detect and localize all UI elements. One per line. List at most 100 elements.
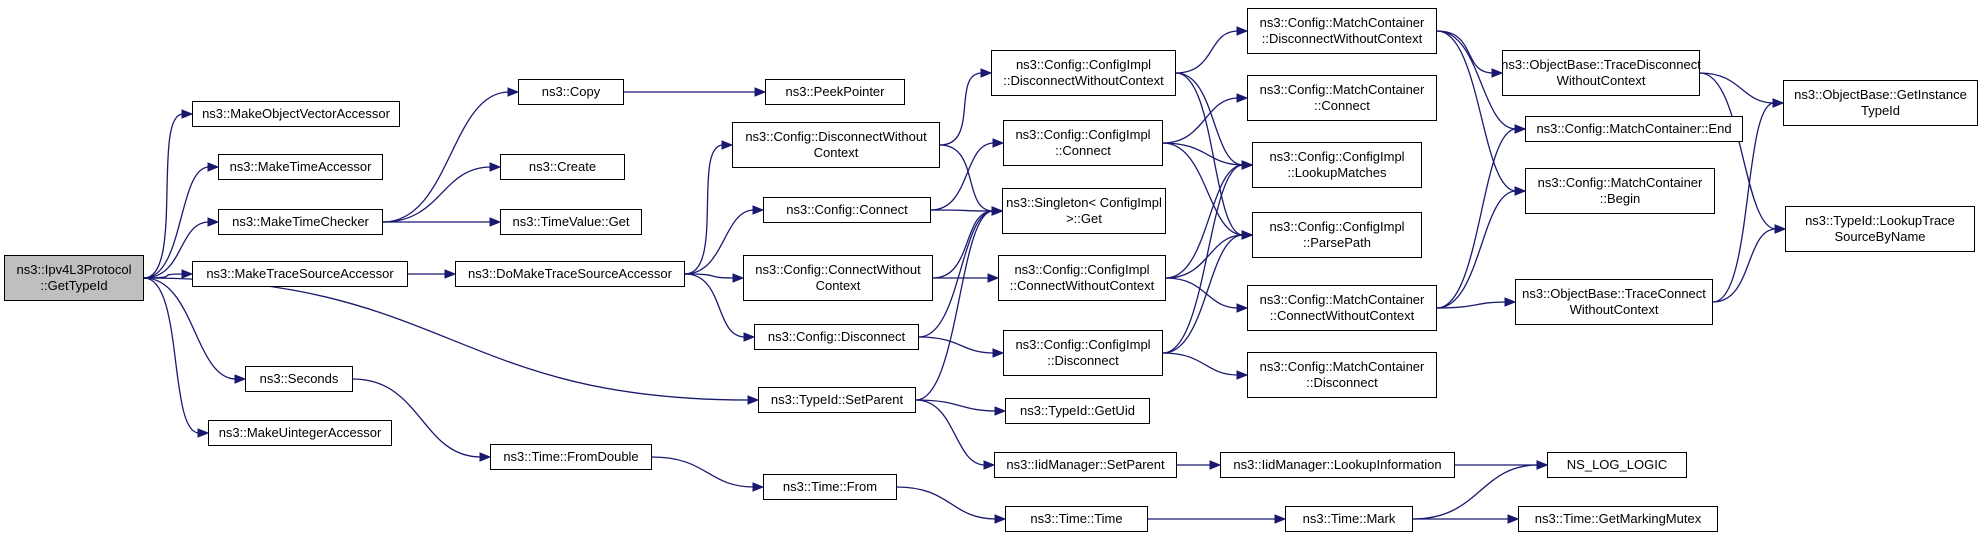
node-ttime[interactable]: ns3::Time::Time: [1005, 506, 1148, 532]
node-fromdouble[interactable]: ns3::Time::FromDouble: [490, 444, 652, 470]
node-lookup[interactable]: ns3::Config::ConfigImpl ::LookupMatches: [1252, 142, 1422, 188]
node-parse[interactable]: ns3::Config::ConfigImpl ::ParsePath: [1252, 212, 1422, 258]
edge-arrowhead: [983, 460, 996, 470]
edge-arrowhead: [754, 87, 767, 97]
edge-arrowhead: [992, 348, 1005, 358]
node-label: ns3::Time::Time: [1030, 511, 1123, 526]
edge-arrowhead: [1274, 514, 1287, 524]
node-create[interactable]: ns3::Create: [500, 154, 625, 180]
node-peek[interactable]: ns3::PeekPointer: [765, 79, 905, 105]
node-label: ns3::Time::Mark: [1302, 511, 1396, 526]
node-cidisc[interactable]: ns3::Config::ConfigImpl ::Disconnect: [1003, 330, 1163, 376]
node-tvget[interactable]: ns3::TimeValue::Get: [500, 209, 642, 235]
edge-arrowhead: [1236, 26, 1249, 36]
node-ccwc[interactable]: ns3::Config::ConnectWithout Context: [743, 255, 933, 301]
node-uintacc[interactable]: ns3::MakeUintegerAccessor: [208, 420, 392, 446]
node-iidsetparent[interactable]: ns3::IidManager::SetParent: [994, 452, 1177, 478]
edge-arrowhead: [489, 217, 502, 227]
node-nslog[interactable]: NS_LOG_LOGIC: [1547, 452, 1687, 478]
node-label: ns3::Config::Disconnect: [767, 329, 906, 344]
node-label: NS_LOG_LOGIC: [1566, 457, 1668, 472]
edge-arrowhead: [1236, 93, 1249, 103]
node-cdisc[interactable]: ns3::Config::Disconnect: [754, 324, 919, 350]
node-singleton[interactable]: ns3::Singleton< ConfigImpl >::Get: [1002, 188, 1166, 234]
edge-ciconn-lookup: [1162, 142, 1244, 166]
node-label: ns3::TimeValue::Get: [512, 214, 630, 229]
node-label: ns3::Config::DisconnectWithout Context: [745, 129, 927, 160]
node-getinst[interactable]: ns3::ObjectBase::GetInstance TypeId: [1783, 80, 1978, 126]
edge-arrowhead: [991, 206, 1004, 216]
node-seconds[interactable]: ns3::Seconds: [245, 366, 353, 392]
edge-arrowhead: [1514, 124, 1527, 134]
node-label: ns3::TypeId::SetParent: [770, 392, 904, 407]
node-mcdwc[interactable]: ns3::Config::MatchContainer ::Disconnect…: [1247, 8, 1437, 54]
edge-root-uintacc: [143, 277, 200, 434]
node-vecacc[interactable]: ns3::MakeObjectVectorAccessor: [192, 101, 400, 127]
edge-arrowhead: [752, 205, 765, 215]
node-label: ns3::MakeTimeAccessor: [229, 159, 372, 174]
edge-arrowhead: [994, 406, 1007, 416]
node-cicwc[interactable]: ns3::Config::ConfigImpl ::ConnectWithout…: [998, 255, 1166, 301]
edge-cdwc-singleton: [939, 144, 994, 212]
node-mcdisc[interactable]: ns3::Config::MatchContainer ::Disconnect: [1247, 352, 1437, 398]
edge-arrowhead: [987, 273, 1000, 283]
node-root[interactable]: ns3::Ipv4L3Protocol ::GetTypeId: [4, 255, 144, 301]
node-label: ns3::Copy: [541, 84, 601, 99]
node-obtdwc[interactable]: ns3::ObjectBase::TraceDisconnect Without…: [1501, 50, 1701, 96]
node-copy[interactable]: ns3::Copy: [518, 79, 624, 105]
node-getmutex[interactable]: ns3::Time::GetMarkingMutex: [1518, 506, 1718, 532]
node-label: ns3::PeekPointer: [785, 84, 885, 99]
edge-root-seconds: [143, 277, 237, 380]
edge-arrowhead: [721, 140, 734, 150]
node-cidwc[interactable]: ns3::Config::ConfigImpl ::DisconnectWith…: [991, 50, 1176, 96]
edge-arrowhead: [1236, 370, 1249, 380]
node-tmark[interactable]: ns3::Time::Mark: [1285, 506, 1413, 532]
edge-obtcwc-lookuptrace: [1712, 228, 1777, 303]
edge-dotsacc-cdisc: [684, 273, 746, 338]
edge-dotsacc-ccwc: [684, 273, 735, 279]
edge-root-timeacc: [143, 166, 210, 279]
edge-arrowhead: [752, 482, 765, 492]
edge-cidisc-lookup: [1162, 164, 1244, 354]
node-tsacc[interactable]: ns3::MakeTraceSourceAccessor: [192, 261, 408, 287]
edge-cconn-singleton: [930, 209, 994, 212]
node-cdwc[interactable]: ns3::Config::DisconnectWithout Context: [732, 122, 940, 168]
node-mcend[interactable]: ns3::Config::MatchContainer::End: [1525, 116, 1743, 142]
node-timechk[interactable]: ns3::MakeTimeChecker: [218, 209, 383, 235]
node-cconn[interactable]: ns3::Config::Connect: [763, 197, 931, 223]
node-label: ns3::Config::ConfigImpl ::DisconnectWith…: [1003, 57, 1164, 88]
node-label: ns3::Config::MatchContainer ::Begin: [1537, 175, 1703, 206]
edge-dotsacc-cdwc: [684, 144, 724, 275]
node-setparent[interactable]: ns3::TypeId::SetParent: [758, 387, 916, 413]
edge-arrowhead: [1236, 303, 1249, 313]
node-obtcwc[interactable]: ns3::ObjectBase::TraceConnect WithoutCon…: [1515, 279, 1713, 325]
edge-cicwc-mccwc: [1165, 277, 1239, 309]
edge-arrowhead: [479, 452, 492, 462]
edge-mcdwc-mcbegin: [1436, 30, 1517, 192]
node-getuid[interactable]: ns3::TypeId::GetUid: [1005, 398, 1150, 424]
node-lookupinfo[interactable]: ns3::IidManager::LookupInformation: [1220, 452, 1455, 478]
node-label: ns3::Time::GetMarkingMutex: [1534, 511, 1702, 526]
node-mccwc[interactable]: ns3::Config::MatchContainer ::ConnectWit…: [1247, 285, 1437, 331]
node-dotsacc[interactable]: ns3::DoMakeTraceSourceAccessor: [455, 261, 685, 287]
edge-seconds-fromdouble: [352, 378, 482, 458]
edge-arrowhead: [1774, 224, 1787, 234]
edge-arrowhead: [743, 332, 756, 342]
node-tfrom[interactable]: ns3::Time::From: [763, 474, 897, 500]
edge-setparent-getuid: [915, 399, 997, 412]
node-label: ns3::Config::ConfigImpl ::Connect: [1015, 127, 1151, 158]
edge-arrowhead: [1507, 514, 1520, 524]
node-mcconn[interactable]: ns3::Config::MatchContainer ::Connect: [1247, 75, 1437, 121]
node-label: ns3::IidManager::SetParent: [1006, 457, 1165, 472]
edge-cidisc-parse: [1162, 234, 1244, 354]
edge-obtcwc-getinst: [1712, 102, 1775, 303]
node-lookuptrace[interactable]: ns3::TypeId::LookupTrace SourceByName: [1785, 206, 1975, 252]
node-timeacc[interactable]: ns3::MakeTimeAccessor: [218, 154, 383, 180]
edge-obtdwc-lookuptrace: [1699, 72, 1777, 230]
edge-setparent-iidsetparent: [915, 399, 986, 466]
node-label: ns3::ObjectBase::GetInstance TypeId: [1794, 87, 1967, 118]
node-mcbegin[interactable]: ns3::Config::MatchContainer ::Begin: [1525, 168, 1715, 214]
edge-arrowhead: [732, 273, 745, 283]
node-ciconn[interactable]: ns3::Config::ConfigImpl ::Connect: [1003, 120, 1163, 166]
